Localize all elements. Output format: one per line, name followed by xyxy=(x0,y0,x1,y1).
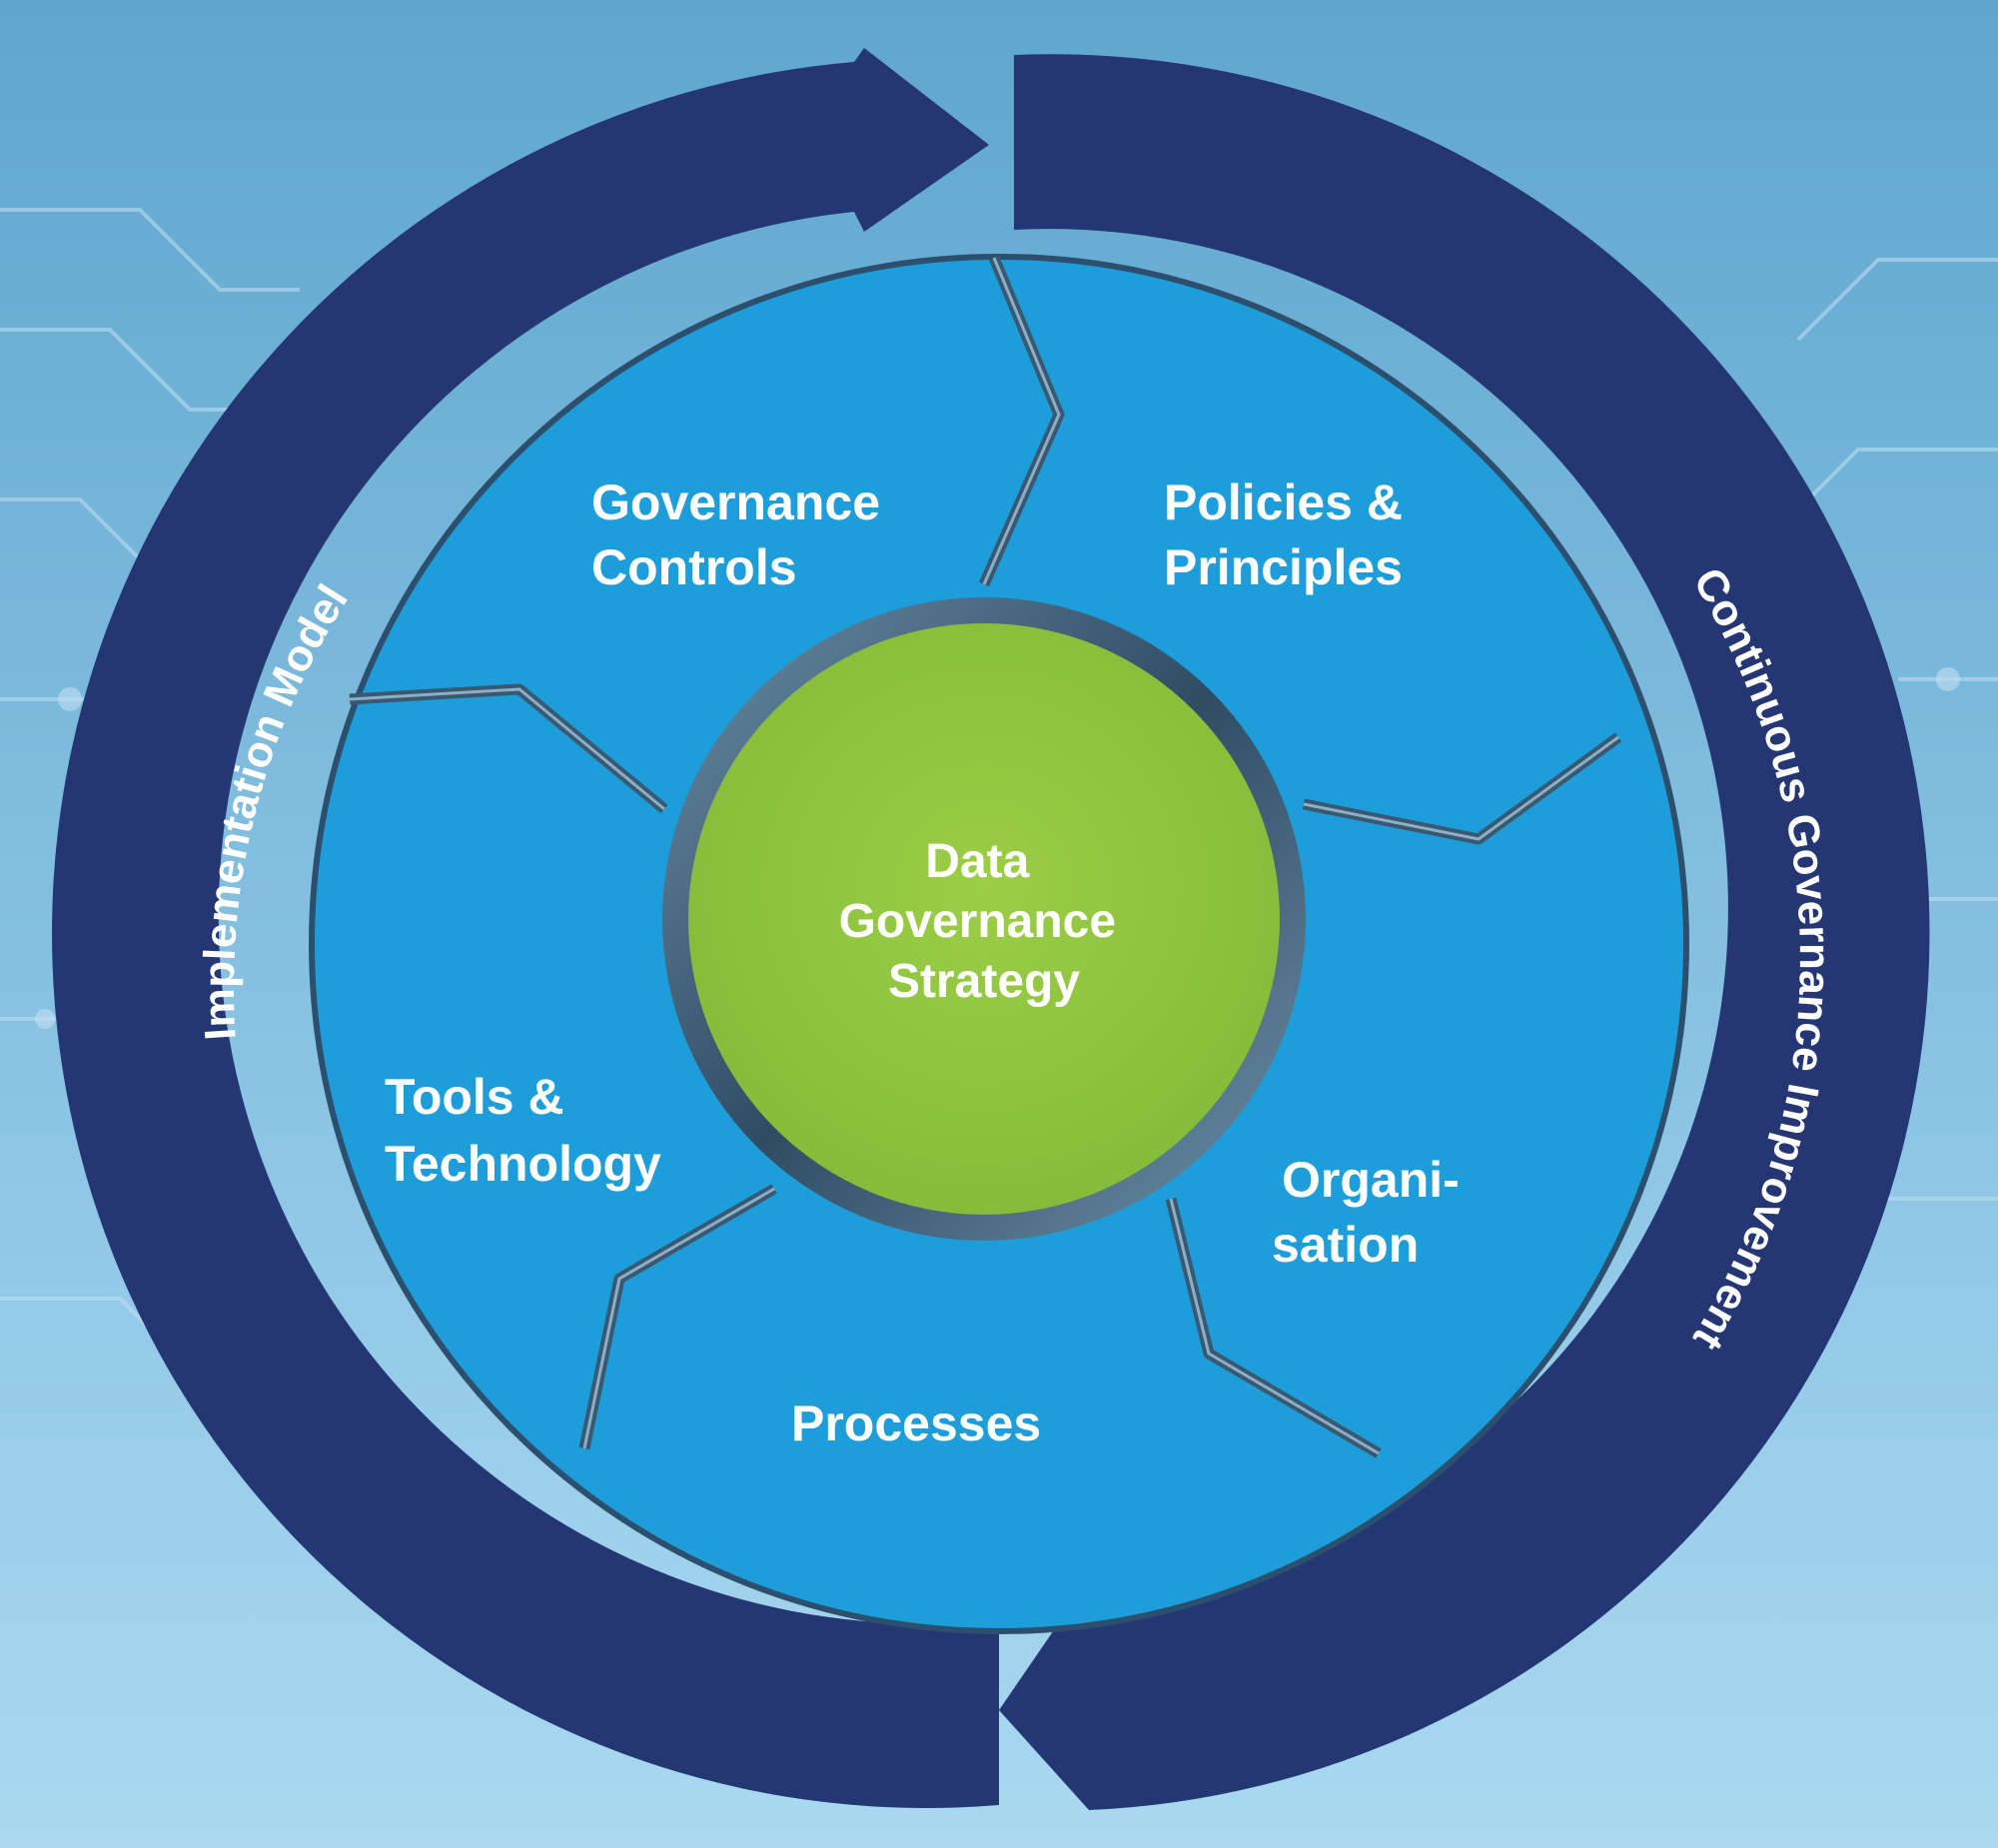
continuous-improvement-arrow xyxy=(999,54,1930,1811)
segment-label-line: Tools & xyxy=(385,1069,564,1125)
segment-label-line: sation xyxy=(1272,1217,1419,1273)
segment-label-line: Controls xyxy=(591,539,797,595)
center-label-line: Data xyxy=(925,835,1029,888)
segment-label-line: Technology xyxy=(385,1136,661,1192)
center-label-line: Governance xyxy=(839,895,1116,948)
policies-principles-label: Policies & Principles xyxy=(1164,474,1417,595)
segment-dividers xyxy=(349,255,1622,1458)
center-label: Data Governance Strategy xyxy=(839,835,1130,1008)
segment-label-line: Organi- xyxy=(1282,1152,1460,1208)
segment-label-line: Processes xyxy=(791,1395,1041,1451)
implementation-model-arrow xyxy=(51,48,999,1809)
governance-controls-label: Governance Controls xyxy=(591,474,894,595)
center-circle xyxy=(688,623,1280,1215)
segment-label-line: Principles xyxy=(1164,539,1403,595)
tools-technology-label: Tools & Technology xyxy=(385,1069,661,1192)
center-label-line: Strategy xyxy=(888,955,1080,1008)
segment-label-line: Policies & xyxy=(1164,474,1403,530)
processes-label: Processes xyxy=(791,1395,1041,1451)
organisation-label: Organi- sation xyxy=(1272,1152,1474,1273)
segment-label-line: Governance xyxy=(591,474,880,530)
